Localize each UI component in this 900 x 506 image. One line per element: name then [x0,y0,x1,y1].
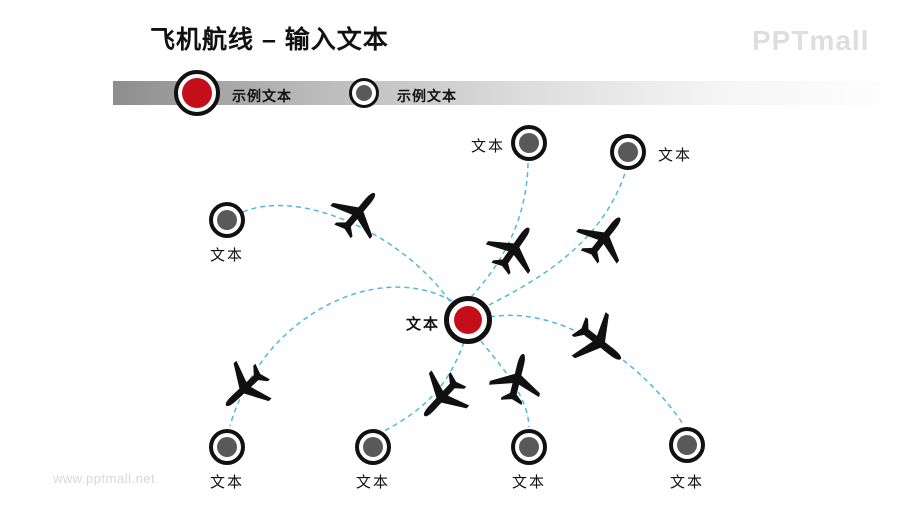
node-bottom-2-label: 文本 [355,474,390,491]
airplane-icon-2 [485,227,531,275]
hub-node-label: 文本 [405,316,440,333]
node-bottom-1 [209,429,245,465]
airplane-icon-4 [571,312,622,360]
node-left-label: 文本 [209,247,244,264]
node-bottom-3-label: 文本 [511,474,546,491]
legend-gray-dot [356,85,372,101]
route-curve-top-right [488,172,626,306]
route-curve-left [242,204,452,304]
node-top-label: 文本 [470,138,505,155]
route-curve-top [470,162,529,298]
node-top-right-label: 文本 [658,147,693,164]
page-title: 飞机航线 – 输入文本 [150,26,389,54]
airplane-icon-7 [489,354,540,405]
node-bottom-right [669,427,705,463]
node-bottom-right-label: 文本 [669,474,704,491]
legend-red-dot [182,78,212,108]
hub-node-circle [444,296,492,344]
hub-node-dot [454,306,482,334]
legend-gray-node-icon [349,78,379,108]
node-bottom-1-label: 文本 [209,474,244,491]
airplane-icon-3 [576,217,621,264]
route-curve-bottom-1 [229,286,453,427]
legend-bar [113,81,882,105]
brand-logo: PPTmall [752,25,870,56]
node-top-right [610,134,646,170]
watermark-url: www.pptmall.net [53,471,156,486]
node-bottom-2 [355,429,391,465]
node-top [511,125,547,161]
node-bottom-3 [511,429,547,465]
node-left [209,202,245,238]
legend-red-node-icon [174,70,220,116]
airplane-icon-1 [330,192,376,239]
route-curve-bottom-3 [480,340,530,428]
legend-label-secondary: 示例文本 [397,88,457,104]
airplane-icon-6 [423,370,470,417]
legend-label-primary: 示例文本 [232,88,292,104]
hub-node [444,296,492,344]
airplane-icon-5 [225,360,272,407]
